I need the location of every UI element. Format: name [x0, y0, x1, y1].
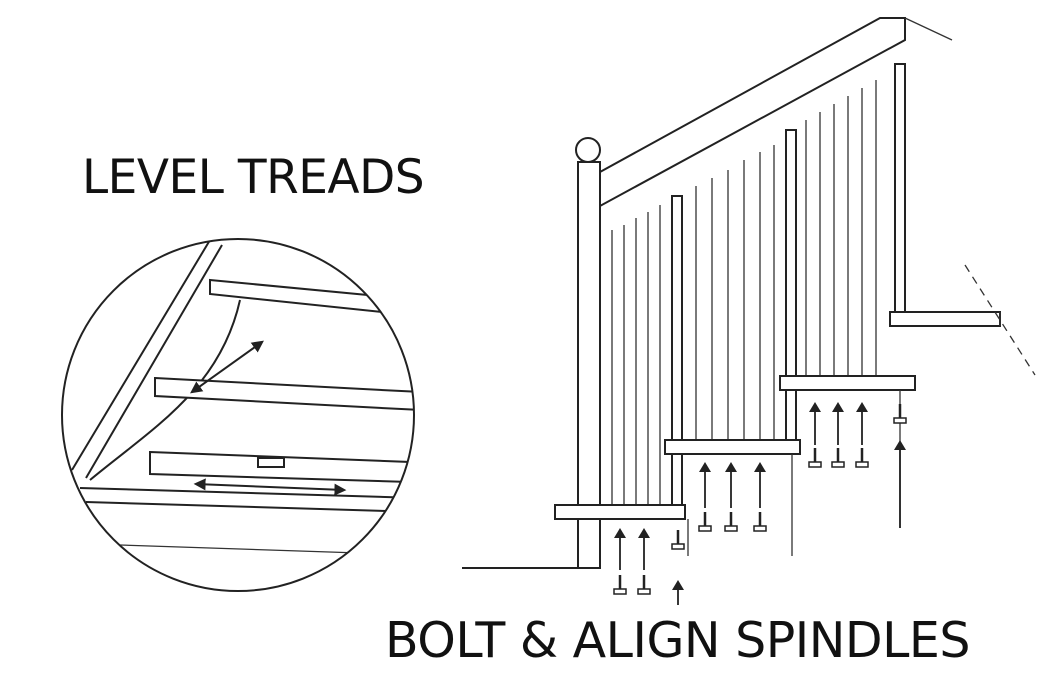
- support-post: [894, 63, 906, 313]
- level-treads-label: LEVEL TREADS: [82, 150, 425, 205]
- stringer-curve: [89, 299, 241, 481]
- arrow-up-icon: [856, 402, 868, 412]
- stair-tread-4: [889, 311, 1001, 327]
- bolt-icon: [613, 588, 627, 595]
- arrow-up-icon: [832, 402, 844, 412]
- arrow-up-icon: [725, 462, 737, 472]
- stringer-line: [71, 239, 211, 471]
- bolt-icon: [698, 525, 712, 532]
- tread-edge: [79, 487, 414, 499]
- bolt-align-label: BOLT & ALIGN SPINDLES: [385, 612, 971, 669]
- tread-1: [209, 278, 414, 318]
- double-arrow-icon: [190, 340, 264, 394]
- bolts-layer: [613, 402, 907, 605]
- spindle-group-3: [805, 80, 877, 376]
- arrow-up-icon: [809, 402, 821, 412]
- arrow-up-icon: [699, 462, 711, 472]
- stair-tread-3: [779, 375, 916, 391]
- stair-tread-1: [554, 504, 686, 520]
- arrow-up-icon: [672, 580, 684, 590]
- bolt-icon: [671, 543, 685, 550]
- handrail: [599, 17, 906, 208]
- bolt-icon: [808, 461, 822, 468]
- bolt-icon: [893, 417, 907, 424]
- staircase-drawing: [462, 17, 1036, 569]
- inset-content: [71, 239, 414, 556]
- support-post: [785, 129, 797, 441]
- stair-tread-2: [664, 439, 801, 455]
- spindle-group-1: [611, 205, 661, 505]
- newel-post: [577, 161, 601, 569]
- arrow-up-icon: [638, 528, 650, 538]
- newel-post-icon: [575, 137, 601, 163]
- tread-2: [154, 376, 414, 412]
- wall-dashed-line: [964, 264, 1036, 376]
- arrow-up-icon: [894, 440, 906, 450]
- bolt-icon: [724, 525, 738, 532]
- spirit-level-icon: [257, 457, 285, 468]
- tread-edge: [119, 544, 414, 556]
- double-arrow-icon: [193, 478, 347, 496]
- support-post: [671, 195, 683, 507]
- tread-edge: [85, 501, 414, 513]
- bolt-icon: [831, 461, 845, 468]
- arrow-up-icon: [754, 462, 766, 472]
- handrail-end: [904, 17, 953, 41]
- bolt-icon: [753, 525, 767, 532]
- stringer-line: [85, 244, 223, 479]
- arrow-up-icon: [614, 528, 626, 538]
- bolt-icon: [637, 588, 651, 595]
- bolt-icon: [855, 461, 869, 468]
- spindle-group-2: [695, 145, 775, 440]
- magnifier-circle: [61, 238, 415, 592]
